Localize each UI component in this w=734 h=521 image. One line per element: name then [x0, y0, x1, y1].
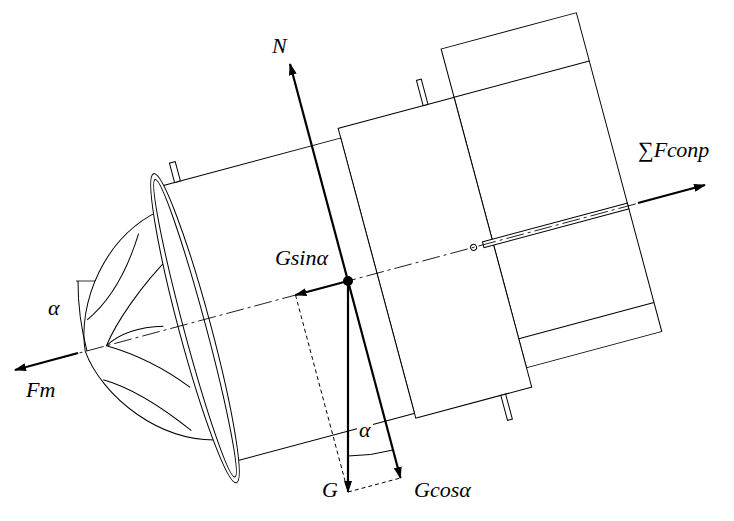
fin: [501, 394, 513, 420]
force-label: Gsinα: [273, 246, 330, 269]
force-label: G: [320, 478, 340, 501]
angle-label: α: [357, 418, 373, 441]
force-label: ∑Fсопр: [636, 138, 711, 161]
force-label: N: [270, 34, 289, 57]
housing-line: [519, 303, 654, 339]
angle-label: α: [46, 296, 62, 319]
machine-body: [6, 10, 683, 521]
force-arrow: [296, 281, 349, 295]
construction-line: [296, 295, 349, 492]
force-arrow: [347, 281, 349, 492]
cutter-ring: [145, 177, 246, 480]
center-of-mass: [343, 276, 353, 286]
housing-line: [454, 61, 589, 97]
angle-arc: [78, 281, 87, 351]
construction-line: [348, 478, 401, 492]
force-arrow: [15, 353, 78, 370]
angle-arc: [348, 450, 393, 456]
force-arrow: [348, 281, 401, 478]
fin: [416, 79, 428, 105]
force-arrow: [638, 185, 705, 203]
cutter-ring: [138, 170, 252, 487]
force-label: Gcosα: [412, 478, 473, 501]
force-label: Fт: [24, 378, 57, 401]
fin: [169, 162, 180, 183]
cutter-blade: [105, 323, 165, 346]
cutter-blade: [103, 361, 191, 449]
cutter-blade: [69, 234, 157, 320]
